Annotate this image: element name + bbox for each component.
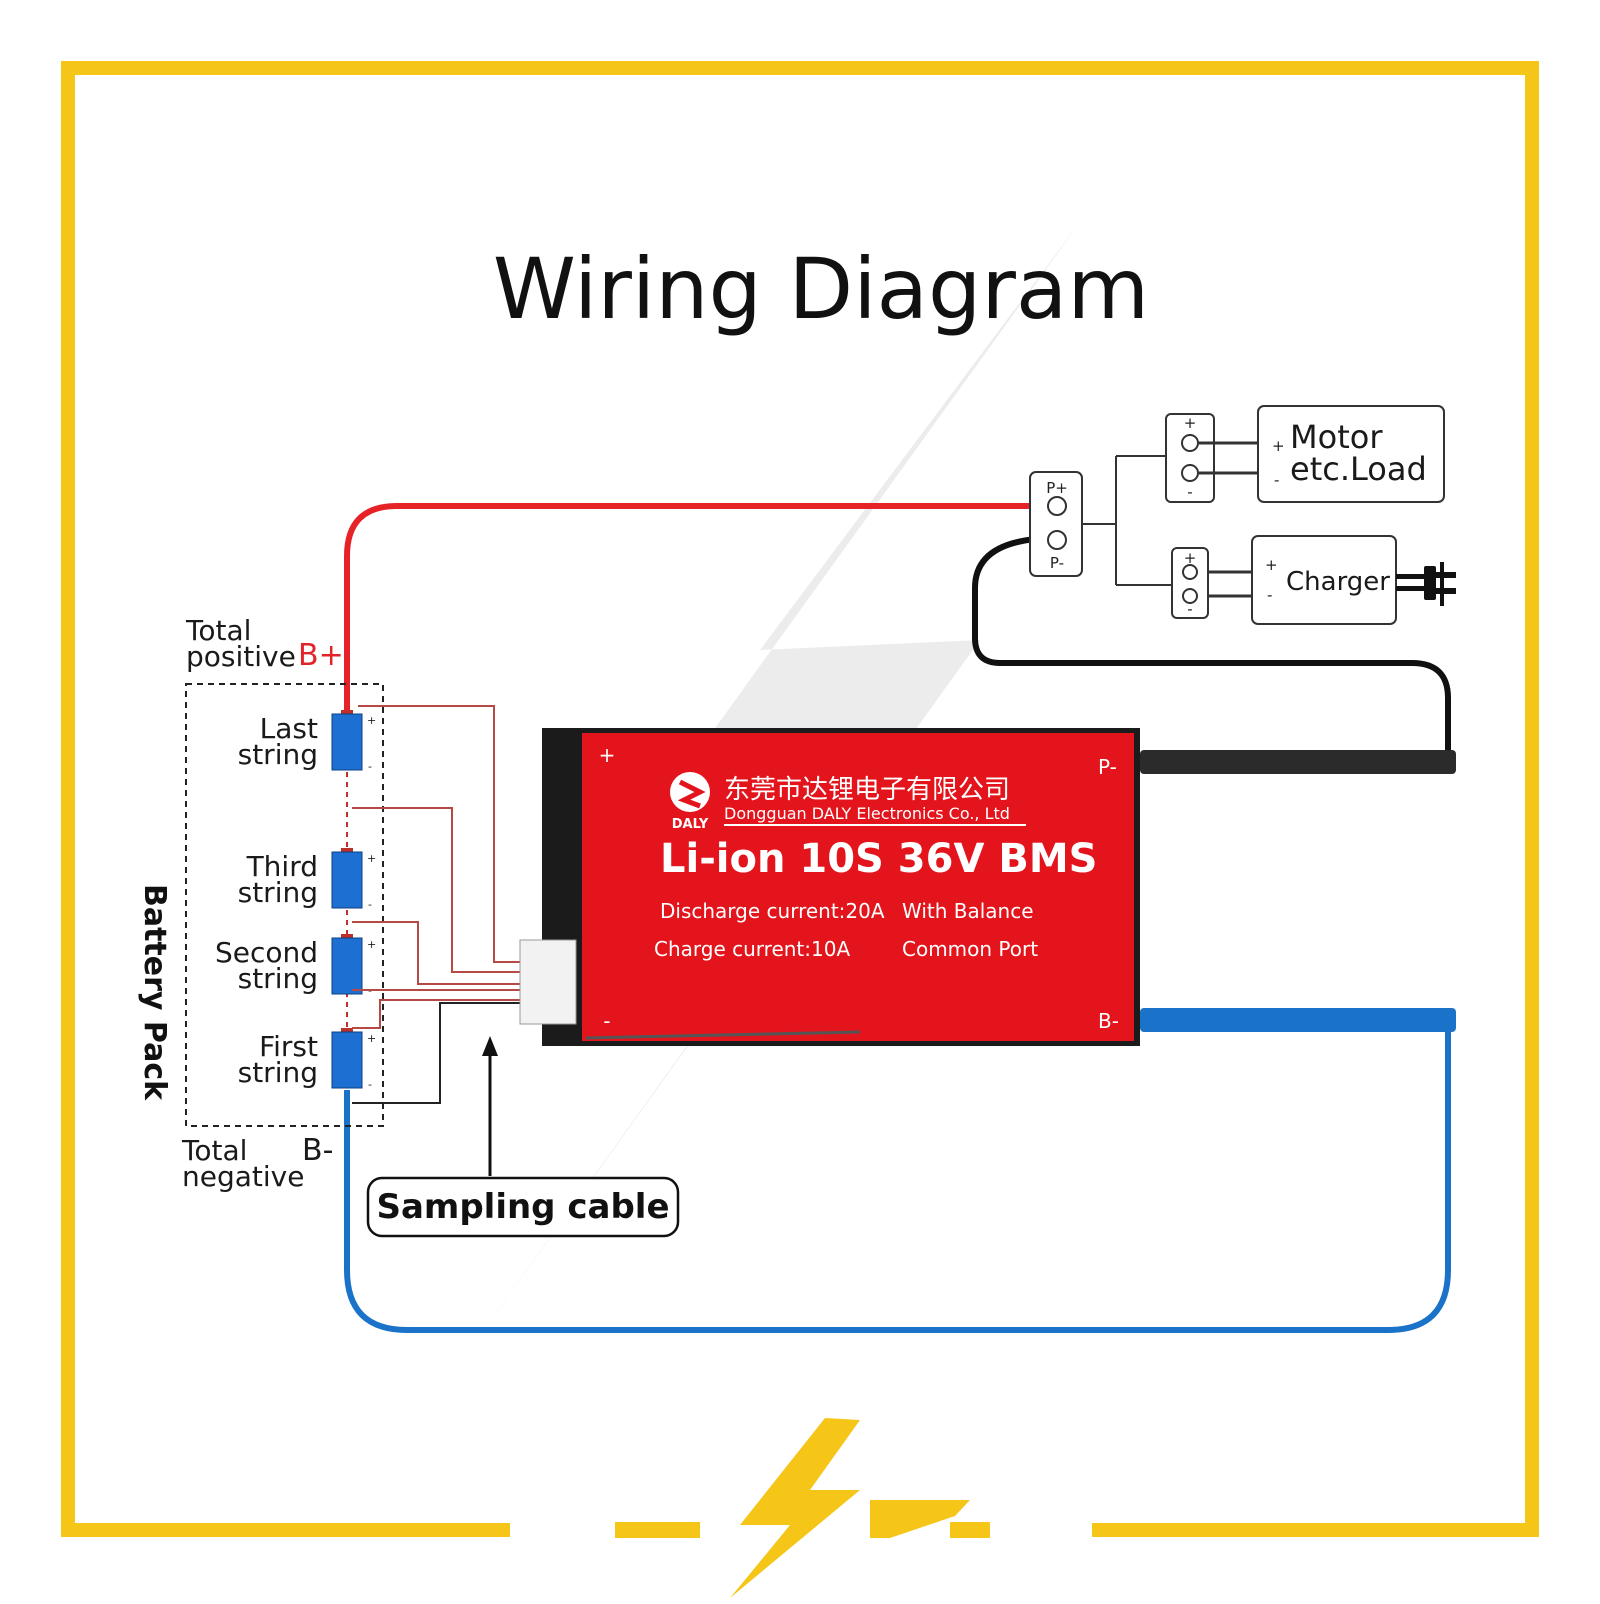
bms-minus: -: [603, 1009, 610, 1033]
charger-connector: + -: [1171, 547, 1252, 619]
bms-discharge: Discharge current:20A: [660, 899, 885, 923]
p-plus-terminal: [1047, 496, 1067, 516]
load-line2: etc.Load: [1290, 450, 1427, 488]
charger-box: + - Charger: [1251, 535, 1456, 625]
load-line1: Motor: [1290, 418, 1383, 456]
cell-label: string: [238, 738, 318, 771]
battery-pack-box: [185, 683, 384, 1127]
cell-body: [331, 851, 363, 909]
charger-label: Charger: [1286, 567, 1390, 597]
page-title: Wiring Diagram: [493, 240, 1149, 338]
cell-plus: +: [367, 1032, 376, 1045]
b-minus-label: B-: [302, 1133, 333, 1168]
cell-label: Second: [215, 936, 318, 969]
bms-port: Common Port: [902, 937, 1038, 961]
sampling-arrowhead: [482, 1036, 498, 1056]
load-conn-minus: -: [1187, 483, 1192, 501]
bms-b-minus: B-: [1098, 1009, 1119, 1033]
total-negative-label: Total negative B-: [181, 1133, 333, 1193]
cell-label: Third: [246, 850, 318, 883]
b-minus-cable: [1140, 1008, 1456, 1032]
bms-charge: Charge current:10A: [654, 937, 850, 961]
bms-english-name: Dongguan DALY Electronics Co., Ltd: [724, 804, 1010, 823]
cell-plus: +: [367, 714, 376, 727]
load-minus: -: [1274, 471, 1279, 489]
p-minus-terminal: [1047, 530, 1067, 550]
total-positive-line1: Total: [185, 614, 251, 647]
sampling-wires: [352, 705, 524, 1104]
total-positive-label: Total positive B+: [185, 614, 344, 673]
p-minus-label: P-: [1050, 554, 1064, 572]
cell-label: string: [238, 1056, 318, 1089]
cell-body: [331, 937, 363, 995]
bms-model: Li-ion 10S 36V BMS: [660, 836, 1097, 882]
sampling-cable-label: Sampling cable: [376, 1187, 669, 1227]
sampling-cable-box: [366, 1176, 680, 1238]
cell-plus: +: [367, 938, 376, 951]
bms-balance: With Balance: [902, 899, 1034, 923]
negative-wire: [344, 1020, 1451, 1333]
balance-connector: [519, 939, 577, 1025]
b-plus-label: B+: [298, 638, 344, 673]
bms-board: + - P- B- DALY 东莞市达锂电子有限公司 Dongguan DALY…: [519, 728, 1456, 1046]
daly-logo: DALY: [670, 772, 710, 832]
cells: +-Laststring+-Thirdstring+-Secondstring+…: [215, 710, 376, 1091]
p-minus-cable: [1140, 750, 1456, 774]
cell-label: Last: [260, 712, 318, 745]
total-negative-line1: Total: [181, 1134, 247, 1167]
total-positive-line2: positive: [186, 640, 296, 673]
cell-minus: -: [368, 760, 372, 773]
bms-chinese-name: 东莞市达锂电子有限公司: [724, 775, 1010, 805]
branch-lines: [1082, 455, 1172, 586]
load-box: + - Motor etc.Load: [1257, 405, 1445, 503]
charger-conn-minus: -: [1187, 600, 1192, 618]
cell-label: First: [259, 1030, 318, 1063]
charger-conn-plus: +: [1184, 549, 1197, 567]
frame: [61, 61, 1539, 1537]
cell-label: string: [238, 876, 318, 909]
load-conn-plus: +: [1184, 414, 1197, 432]
plug-icon: [1396, 562, 1456, 606]
bms-p-minus: P-: [1098, 755, 1117, 779]
cell-minus: -: [368, 1078, 372, 1091]
cell-body: [331, 713, 363, 771]
battery-pack-label: Battery Pack: [137, 884, 172, 1101]
output-terminal-block: P+ P-: [1029, 471, 1083, 577]
cell-plus: +: [367, 852, 376, 865]
load-connector: + -: [1165, 413, 1258, 503]
total-negative-line2: negative: [182, 1160, 304, 1193]
charger-plus: +: [1265, 556, 1278, 574]
p-plus-label: P+: [1046, 479, 1068, 497]
cell-body: [331, 1031, 363, 1089]
bms-plus: +: [599, 743, 616, 767]
charger-minus: -: [1267, 586, 1272, 604]
bms-brand: DALY: [672, 817, 709, 832]
frame-logo: [615, 1418, 990, 1598]
cell-minus: -: [368, 898, 372, 911]
load-plus: +: [1272, 437, 1285, 455]
positive-wire: [344, 503, 1058, 718]
p-minus-wire: [972, 535, 1451, 760]
cell-label: string: [238, 962, 318, 995]
